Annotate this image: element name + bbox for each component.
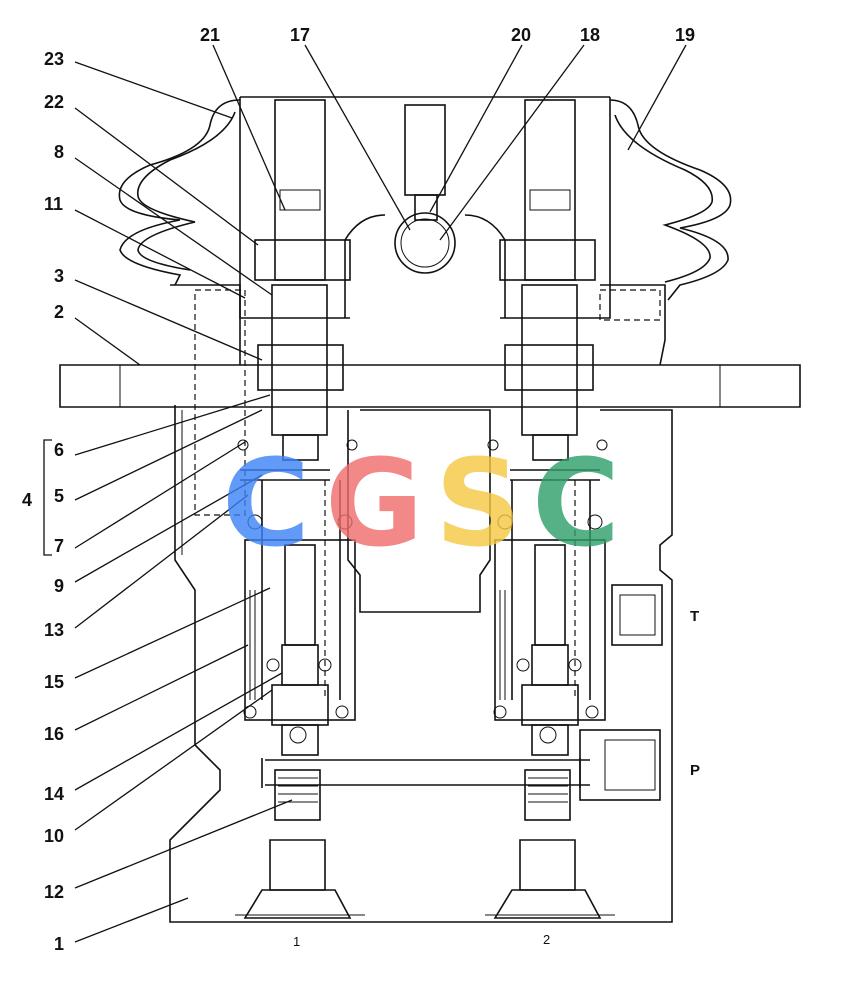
part-label-9: 9 — [54, 576, 64, 596]
port-label-t: T — [690, 608, 699, 625]
part-number-labels: 21 17 20 18 19 23 22 8 11 3 2 6 5 7 4 9 … — [22, 25, 695, 954]
right-pusher-assembly — [487, 99, 661, 919]
part-label-15: 15 — [44, 672, 64, 692]
watermark-letter-c2: C — [532, 435, 620, 574]
center-joint — [394, 104, 456, 274]
part-label-8: 8 — [54, 142, 64, 162]
part-label-23: 23 — [44, 49, 64, 69]
part-label-11: 11 — [44, 194, 63, 214]
part-label-16: 16 — [44, 724, 64, 744]
part-label-12: 12 — [44, 882, 64, 902]
spool-label-1: 1 — [293, 934, 300, 949]
valve-body — [59, 96, 801, 923]
part-label-2: 2 — [54, 302, 64, 322]
part-label-18: 18 — [580, 25, 600, 45]
rubber-boot — [118, 99, 732, 301]
part-label-14: 14 — [44, 784, 64, 804]
part-label-19: 19 — [675, 25, 695, 45]
left-pusher-assembly — [194, 99, 358, 919]
part-label-17: 17 — [290, 25, 310, 45]
part-label-20: 20 — [511, 25, 531, 45]
part-label-5: 5 — [54, 486, 64, 506]
watermark-letter-s: S — [435, 435, 521, 574]
part-label-21: 21 — [200, 25, 220, 45]
part-label-10: 10 — [44, 826, 64, 846]
part-label-6: 6 — [54, 440, 64, 460]
part-label-1: 1 — [54, 934, 64, 954]
port-labels: T P 1 2 — [293, 608, 700, 949]
watermark-letter-g: G — [325, 435, 424, 574]
leader-lines — [43, 44, 687, 943]
spool-label-2: 2 — [543, 932, 550, 947]
part-label-22: 22 — [44, 92, 64, 112]
port-label-p: P — [690, 762, 700, 779]
part-label-13: 13 — [44, 620, 64, 640]
watermark-letter-c1: C — [222, 435, 310, 574]
part-label-3: 3 — [54, 266, 64, 286]
part-label-7: 7 — [54, 536, 64, 556]
cgsc-watermark: C G S C — [222, 435, 620, 574]
part-label-4: 4 — [22, 490, 32, 510]
